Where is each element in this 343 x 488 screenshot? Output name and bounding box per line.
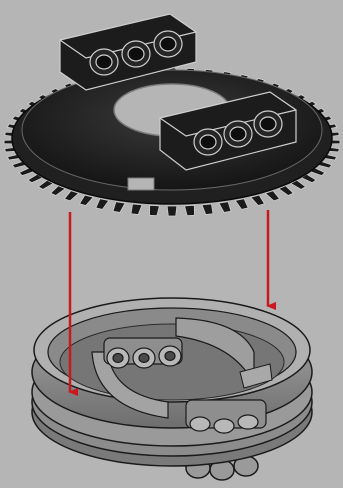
gear-tooth <box>167 206 177 216</box>
turntable-base-ring <box>32 298 312 480</box>
gear-tooth <box>202 204 213 215</box>
gear-tooth <box>279 186 294 196</box>
gear-tooth <box>64 191 78 201</box>
gear-tooth <box>96 199 109 210</box>
gear-tooth <box>51 186 66 196</box>
gear-tooth <box>150 205 160 215</box>
gear-tooth <box>131 204 142 215</box>
gear-tooth <box>219 202 231 213</box>
gear-tooth <box>265 191 279 201</box>
gear-tooth <box>251 195 265 205</box>
gear-tooth <box>113 202 125 213</box>
turntable-top-gear <box>4 14 340 216</box>
gear-tooth <box>235 199 248 210</box>
base-left-block <box>104 338 182 368</box>
gear-slot <box>128 178 154 190</box>
base-right-block <box>186 400 266 433</box>
gear-tooth <box>185 205 195 215</box>
gear-tooth <box>80 195 94 205</box>
